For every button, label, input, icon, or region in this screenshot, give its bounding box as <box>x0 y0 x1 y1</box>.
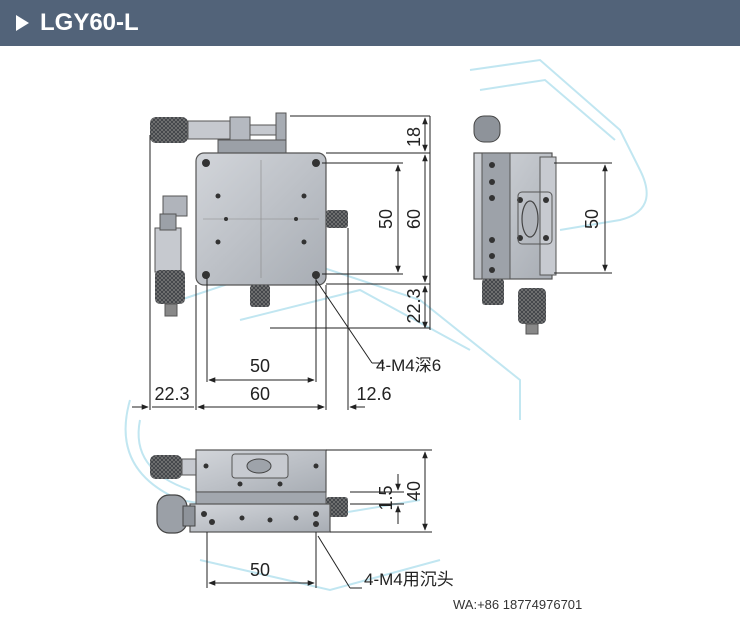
dim-front-40: 40 <box>404 481 424 501</box>
side-dimension-lines <box>554 162 612 274</box>
dim-60-outer: 60 <box>404 209 424 229</box>
dim-22-3-horizontal: 22.3 <box>154 384 189 404</box>
page-title: LGY60-L <box>40 9 139 36</box>
dim-front-1-5: 1.5 <box>376 485 396 510</box>
dim-front-50: 50 <box>250 560 270 580</box>
side-view <box>473 115 557 335</box>
stage-base <box>189 503 331 533</box>
micrometer-knob-top <box>150 117 188 143</box>
note-counterbore-holes: 4-M4用沉头 <box>364 570 454 589</box>
play-arrow-icon <box>16 15 29 31</box>
dim-50-inner: 50 <box>376 209 396 229</box>
dim-50-horizontal: 50 <box>250 356 270 376</box>
dim-12-6: 12.6 <box>356 384 391 404</box>
contact-text: WA:+86 18774976701 <box>453 597 582 612</box>
top-dimension-lines <box>132 115 431 410</box>
dim-60-horizontal: 60 <box>250 384 270 404</box>
dim-18: 18 <box>404 127 424 147</box>
micrometer-knob-left <box>155 270 185 304</box>
dim-22-3-vertical: 22.3 <box>404 288 424 323</box>
title-bar: LGY60-L <box>0 0 740 46</box>
front-view <box>150 449 348 534</box>
top-view <box>150 112 348 317</box>
note-tap-holes: 4-M4深6 <box>376 356 441 375</box>
front-dimension-lines <box>206 449 432 589</box>
dim-side-50: 50 <box>582 209 602 229</box>
